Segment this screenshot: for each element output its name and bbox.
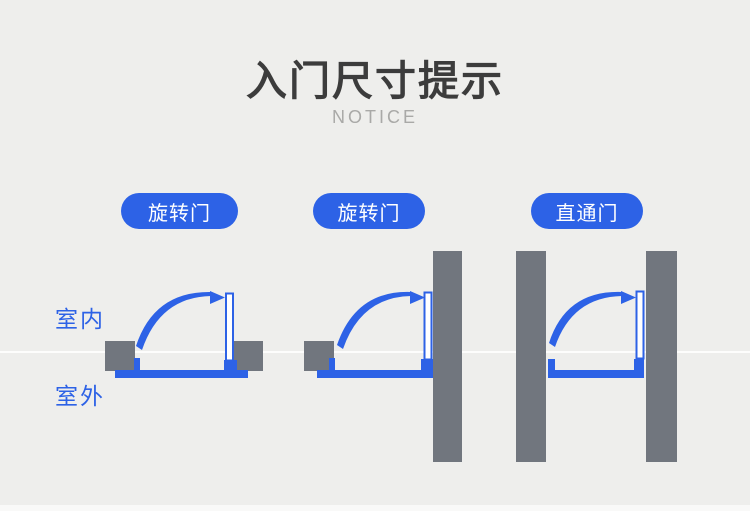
wall-left	[516, 251, 546, 462]
indoor-outdoor-divider-line	[0, 351, 750, 353]
threshold-end-left	[548, 359, 555, 378]
door-foot	[224, 360, 237, 371]
page-subtitle: NOTICE	[331, 107, 418, 127]
threshold-track	[317, 370, 433, 378]
door-type-badge-swing-1: 旋转门	[121, 193, 238, 229]
door-leaf	[423, 291, 433, 361]
swing-arc-arrow	[136, 291, 211, 350]
outdoor-label: 室外	[55, 383, 105, 409]
arrow-head-icon	[210, 291, 225, 304]
door-foot	[421, 359, 433, 371]
wall-right	[646, 251, 677, 462]
page-title: 入门尺寸提示	[246, 58, 504, 104]
wall-post-left	[105, 341, 135, 371]
hinge-tab	[329, 358, 335, 371]
door-type-badge-swing-2: 旋转门	[313, 193, 425, 229]
bottom-edge-strip	[0, 505, 750, 511]
wall-post-right	[233, 341, 263, 371]
swing-arc-arrow	[337, 291, 411, 349]
arrow-head-icon	[410, 291, 425, 304]
door-leaf	[635, 290, 645, 360]
door-foot	[634, 359, 644, 378]
diagram-straight-door	[516, 251, 677, 462]
wall-right	[433, 251, 462, 462]
door-type-badge-straight: 直通门	[531, 193, 643, 229]
diagram-swing-door-1	[105, 291, 263, 378]
arrow-head-icon	[621, 291, 636, 304]
diagram-swing-door-2	[304, 251, 462, 462]
indoor-label: 室内	[55, 306, 105, 332]
swing-arc-arrow	[549, 291, 622, 347]
door-leaf	[225, 292, 234, 362]
hinge-tab	[134, 358, 140, 371]
threshold-track	[548, 370, 643, 378]
threshold-track	[115, 370, 248, 378]
